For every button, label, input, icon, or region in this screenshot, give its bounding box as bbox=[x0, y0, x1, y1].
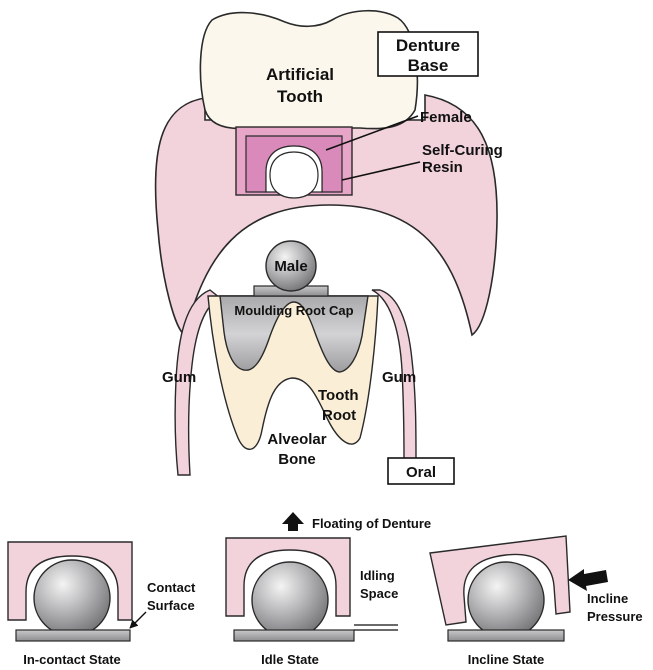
incline-pressure-label-2: Pressure bbox=[587, 609, 643, 624]
idle-state-figure: Idling Space Idle State bbox=[226, 538, 398, 667]
idle-ball bbox=[252, 562, 328, 638]
denture-base-label-2: Base bbox=[408, 56, 449, 75]
incline-plate bbox=[448, 630, 564, 641]
incline-state-figure: Incline Pressure Incline State bbox=[430, 536, 643, 667]
moulding-root-cap-label: Moulding Root Cap bbox=[234, 303, 353, 318]
idle-state-label: Idle State bbox=[261, 652, 319, 667]
male-label: Male bbox=[274, 258, 307, 275]
artificial-tooth-label-1: Artificial bbox=[266, 65, 334, 84]
tooth-root-label-1: Tooth bbox=[318, 387, 359, 404]
idle-plate bbox=[234, 630, 354, 641]
female-socket-hole bbox=[270, 152, 318, 198]
up-arrow-icon bbox=[282, 512, 304, 531]
floating-label: Floating of Denture bbox=[312, 516, 431, 531]
incline-pressure-label-1: Incline bbox=[587, 591, 628, 606]
contact-surface-label-1: Contact bbox=[147, 580, 196, 595]
denture-base-label-1: Denture bbox=[396, 36, 460, 55]
artificial-tooth-label-2: Tooth bbox=[277, 87, 323, 106]
contact-surface-label-2: Surface bbox=[147, 598, 195, 613]
in-contact-ball bbox=[34, 560, 110, 636]
in-contact-state-label: In-contact State bbox=[23, 652, 121, 667]
incline-state-label: Incline State bbox=[468, 652, 545, 667]
self-curing-resin-label-2: Resin bbox=[422, 159, 463, 176]
floating-indicator: Floating of Denture bbox=[282, 512, 431, 531]
left-arrow-icon bbox=[568, 569, 608, 591]
in-contact-plate bbox=[16, 630, 130, 641]
female-label: Female bbox=[420, 109, 472, 126]
main-cross-section: Denture Base Artificial Tooth Female Sel… bbox=[155, 11, 502, 484]
in-contact-state-figure: Contact Surface In-contact State bbox=[8, 542, 196, 667]
oral-label: Oral bbox=[406, 464, 436, 481]
alveolar-bone-label-2: Bone bbox=[278, 451, 316, 468]
gum-left-label: Gum bbox=[162, 369, 196, 386]
gum-right-label: Gum bbox=[382, 369, 416, 386]
incline-ball bbox=[468, 562, 544, 638]
idling-space-label-2: Space bbox=[360, 586, 398, 601]
self-curing-resin-label-1: Self-Curing bbox=[422, 142, 503, 159]
tooth-root-label-2: Root bbox=[322, 407, 356, 424]
idling-space-label-1: Idling bbox=[360, 568, 395, 583]
alveolar-bone-label-1: Alveolar bbox=[267, 431, 326, 448]
